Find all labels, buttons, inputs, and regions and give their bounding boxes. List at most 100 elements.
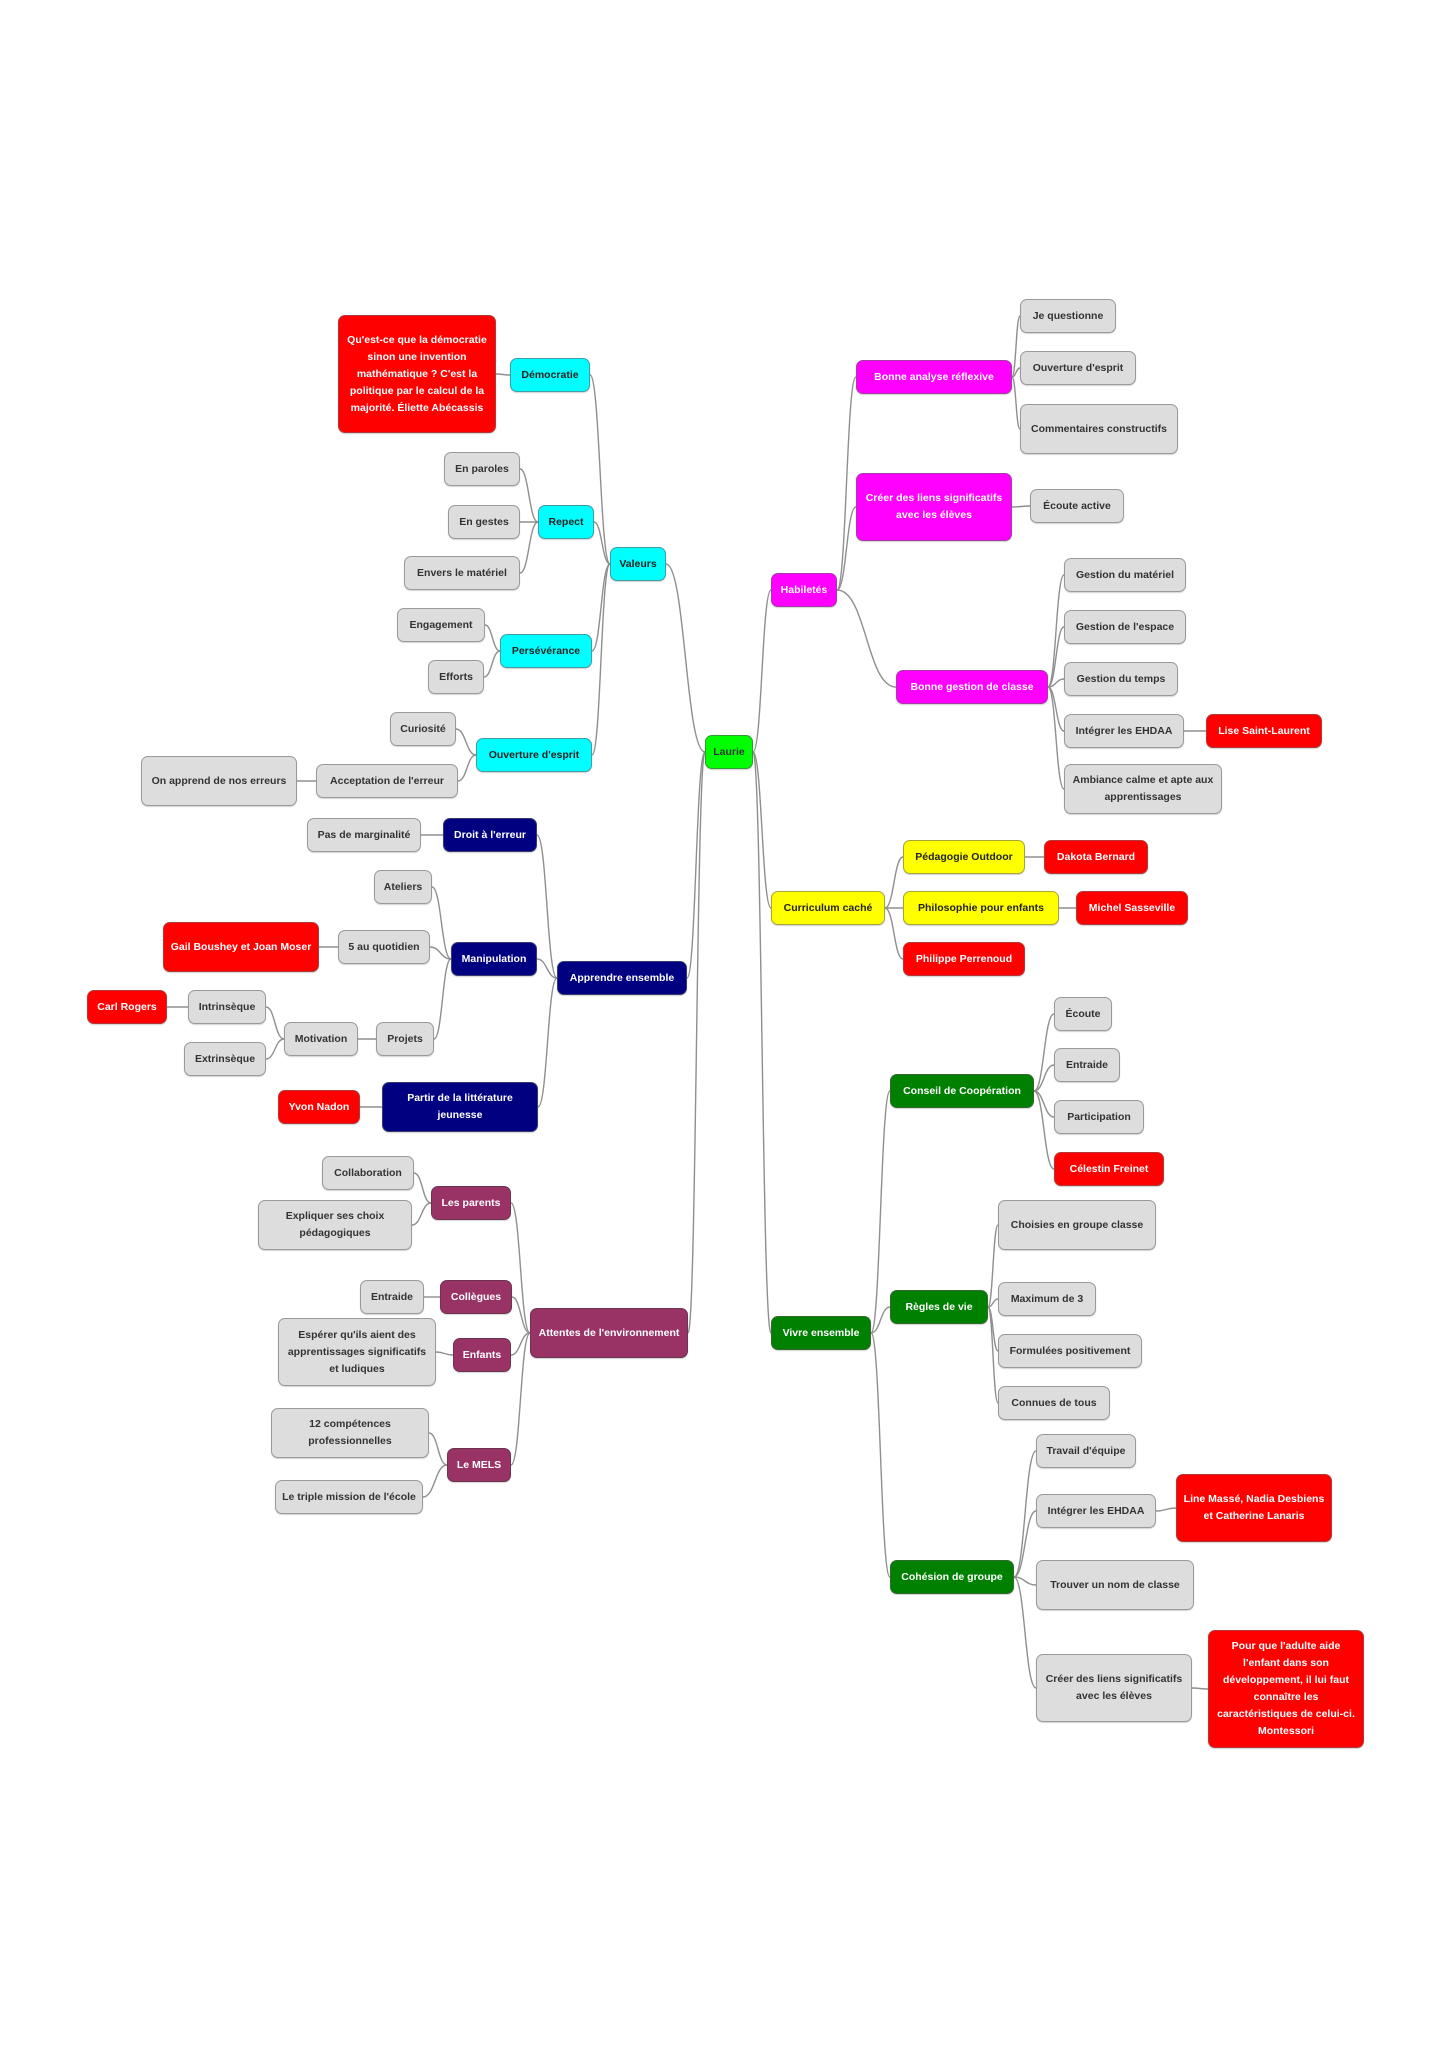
- node-perseverance[interactable]: Persévérance: [500, 634, 592, 668]
- node-envers-materiel[interactable]: Envers le matériel: [404, 556, 520, 590]
- node-label: Participation: [1067, 1110, 1131, 1123]
- connector-democratie: [589, 374, 611, 565]
- node-label: Entraide: [1065, 1058, 1108, 1071]
- node-motivation[interactable]: Motivation: [284, 1022, 358, 1056]
- node-liens-sig[interactable]: Créer des liens significatifs avec les é…: [856, 473, 1012, 541]
- node-manipulation[interactable]: Manipulation: [451, 942, 537, 976]
- node-outdoor[interactable]: Pédagogie Outdoor: [903, 840, 1025, 874]
- node-michel[interactable]: Michel Sasseville: [1076, 891, 1188, 925]
- node-philo[interactable]: Philosophie pour enfants: [903, 891, 1059, 925]
- node-expliquer[interactable]: Expliquer ses choix pédagogiques: [258, 1200, 412, 1250]
- node-curiosite[interactable]: Curiosité: [390, 712, 456, 746]
- connector-en_paroles: [519, 468, 539, 523]
- connector-connues: [987, 1306, 999, 1404]
- node-celestin[interactable]: Célestin Freinet: [1054, 1152, 1164, 1186]
- node-ouverture-esprit-v[interactable]: Ouverture d'esprit: [476, 738, 592, 772]
- node-efforts[interactable]: Efforts: [428, 660, 484, 694]
- node-repect[interactable]: Repect: [538, 505, 594, 539]
- node-projets[interactable]: Projets: [376, 1022, 434, 1056]
- node-creer-liens-v[interactable]: Créer des liens significatifs avec les é…: [1036, 1654, 1192, 1722]
- node-ateliers[interactable]: Ateliers: [374, 870, 432, 904]
- node-on-apprend[interactable]: On apprend de nos erreurs: [141, 756, 297, 806]
- node-integrer-ehdaa-v[interactable]: Intégrer les EHDAA: [1036, 1494, 1156, 1528]
- node-choisies[interactable]: Choisies en groupe classe: [998, 1200, 1156, 1250]
- node-lise[interactable]: Lise Saint-Laurent: [1206, 714, 1322, 748]
- node-yvon[interactable]: Yvon Nadon: [278, 1090, 360, 1124]
- node-cinq-quotidien[interactable]: 5 au quotidien: [338, 930, 430, 964]
- node-commentaires[interactable]: Commentaires constructifs: [1020, 404, 1178, 454]
- node-esperer[interactable]: Espérer qu'ils aient des apprentissages …: [278, 1318, 436, 1386]
- node-en-gestes[interactable]: En gestes: [448, 505, 520, 539]
- node-mels[interactable]: Le MELS: [447, 1448, 511, 1482]
- node-integrer-ehdaa-h[interactable]: Intégrer les EHDAA: [1064, 714, 1184, 748]
- node-connues[interactable]: Connues de tous: [998, 1386, 1110, 1420]
- node-analyse[interactable]: Bonne analyse réflexive: [856, 360, 1012, 394]
- node-label: Expliquer ses choix pédagogiques: [285, 1210, 385, 1239]
- connector-quote_democratie: [495, 373, 511, 376]
- node-democratie[interactable]: Démocratie: [510, 358, 590, 392]
- node-laurie[interactable]: Laurie: [705, 735, 753, 769]
- node-enfants[interactable]: Enfants: [453, 1338, 511, 1372]
- node-vivre[interactable]: Vivre ensemble: [771, 1316, 871, 1350]
- node-collegues[interactable]: Collègues: [440, 1280, 512, 1314]
- node-gestion-materiel[interactable]: Gestion du matériel: [1064, 558, 1186, 592]
- node-label: Projets: [387, 1032, 423, 1045]
- node-montessori[interactable]: Pour que l'adulte aide l'enfant dans son…: [1208, 1630, 1364, 1748]
- node-quote-democratie[interactable]: Qu'est-ce que la démocratie sinon une in…: [338, 315, 496, 433]
- node-je-questionne[interactable]: Je questionne: [1020, 299, 1116, 333]
- node-collaboration[interactable]: Collaboration: [322, 1156, 414, 1190]
- node-pas-marginalite[interactable]: Pas de marginalité: [307, 818, 421, 852]
- node-engagement[interactable]: Engagement: [397, 608, 485, 642]
- node-intrinseque[interactable]: Intrinsèque: [188, 990, 266, 1024]
- node-droit-erreur[interactable]: Droit à l'erreur: [443, 818, 537, 852]
- node-entraide-v[interactable]: Entraide: [1054, 1048, 1120, 1082]
- node-label: En paroles: [455, 462, 509, 475]
- node-ecoute-active[interactable]: Écoute active: [1030, 489, 1124, 523]
- node-philippe[interactable]: Philippe Perrenoud: [903, 942, 1025, 976]
- node-maximum[interactable]: Maximum de 3: [998, 1282, 1096, 1316]
- node-dakota[interactable]: Dakota Bernard: [1044, 840, 1148, 874]
- node-douze[interactable]: 12 compétences professionnelles: [271, 1408, 429, 1458]
- node-triple[interactable]: Le triple mission de l'école: [275, 1480, 423, 1514]
- node-curriculum[interactable]: Curriculum caché: [771, 891, 885, 925]
- node-trouver-nom[interactable]: Trouver un nom de classe: [1036, 1560, 1194, 1610]
- node-label: Bonne gestion de classe: [910, 680, 1034, 693]
- node-line[interactable]: Line Massé, Nadia Desbiens et Catherine …: [1176, 1474, 1332, 1542]
- node-label: Ouverture d'esprit: [488, 748, 580, 761]
- node-label: Gail Boushey et Joan Moser: [170, 940, 312, 953]
- node-gestion-temps[interactable]: Gestion du temps: [1064, 662, 1178, 696]
- node-habiletes[interactable]: Habiletés: [771, 573, 837, 607]
- node-attentes[interactable]: Attentes de l'environnement: [530, 1308, 688, 1358]
- node-en-paroles[interactable]: En paroles: [444, 452, 520, 486]
- node-travail[interactable]: Travail d'équipe: [1036, 1434, 1136, 1468]
- node-valeurs[interactable]: Valeurs: [610, 547, 666, 581]
- node-ouverture-esprit-h[interactable]: Ouverture d'esprit: [1020, 351, 1136, 385]
- node-formulees[interactable]: Formulées positivement: [998, 1334, 1142, 1368]
- node-participation[interactable]: Participation: [1054, 1100, 1144, 1134]
- node-ambiance[interactable]: Ambiance calme et apte aux apprentissage…: [1064, 764, 1222, 814]
- node-label: Le MELS: [456, 1458, 502, 1471]
- connector-cinq_quotidien: [429, 946, 452, 960]
- node-regles[interactable]: Règles de vie: [890, 1290, 988, 1324]
- connector-litterature: [537, 977, 558, 1108]
- connector-curriculum: [752, 751, 772, 909]
- node-label: Écoute: [1065, 1007, 1101, 1020]
- node-gail[interactable]: Gail Boushey et Joan Moser: [163, 922, 319, 972]
- node-label: Pour que l'adulte aide l'enfant dans son…: [1217, 1640, 1355, 1737]
- node-label: Intégrer les EHDAA: [1075, 724, 1173, 737]
- connector-attentes: [687, 751, 706, 1334]
- node-parents[interactable]: Les parents: [431, 1186, 511, 1220]
- node-gestion-classe[interactable]: Bonne gestion de classe: [896, 670, 1048, 704]
- node-ecoute[interactable]: Écoute: [1054, 997, 1112, 1031]
- connector-intrinseque: [265, 1006, 285, 1040]
- node-gestion-espace[interactable]: Gestion de l'espace: [1064, 610, 1186, 644]
- node-cohesion[interactable]: Cohésion de groupe: [890, 1560, 1014, 1594]
- node-carl[interactable]: Carl Rogers: [87, 990, 167, 1024]
- node-extrinseque[interactable]: Extrinsèque: [184, 1042, 266, 1076]
- node-acceptation-erreur[interactable]: Acceptation de l'erreur: [316, 764, 458, 798]
- node-apprendre[interactable]: Apprendre ensemble: [557, 961, 687, 995]
- node-conseil[interactable]: Conseil de Coopération: [890, 1074, 1034, 1108]
- node-litterature[interactable]: Partir de la littérature jeunesse: [382, 1082, 538, 1132]
- node-entraide-c[interactable]: Entraide: [360, 1280, 424, 1314]
- node-label: Espérer qu'ils aient des apprentissages …: [287, 1328, 427, 1375]
